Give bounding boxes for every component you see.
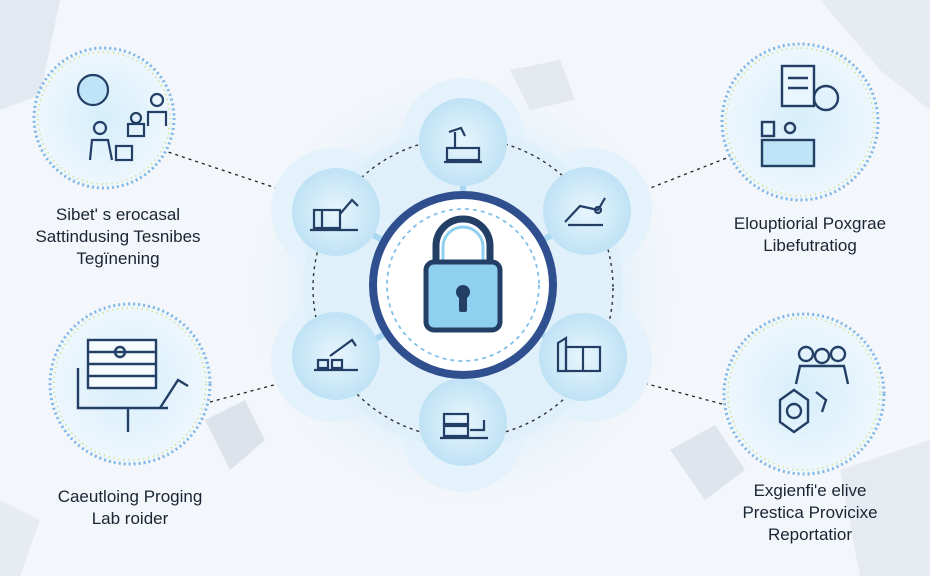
label-top-right: Eloup​tiorial Poxgrae Libefutratiog bbox=[700, 213, 920, 257]
label-line: Prestica Provicixe bbox=[742, 503, 878, 522]
connector-bottom-right bbox=[624, 377, 723, 405]
inner-node bbox=[292, 312, 380, 400]
inner-node bbox=[543, 167, 631, 255]
label-line: Eloup​tiorial Poxgrae bbox=[733, 214, 887, 233]
label-line: Reportatior bbox=[767, 525, 853, 544]
award-team-icon bbox=[778, 345, 850, 434]
label-line: Sattindusing Tesnibes bbox=[35, 227, 201, 246]
outer-node bbox=[32, 46, 176, 190]
dashboard-icon bbox=[76, 338, 189, 432]
label-line: Exgienfi'e elive bbox=[753, 481, 867, 500]
outer-node bbox=[722, 312, 886, 476]
label-bottom-left: Caeutloing Proging Lab roider bbox=[40, 486, 220, 530]
outer-node bbox=[720, 42, 880, 202]
label-bottom-right: Exgienfi'e elive Prestica Provicixe Repo… bbox=[710, 480, 910, 546]
crane-icon bbox=[314, 338, 358, 372]
outer-node bbox=[48, 302, 212, 466]
label-line: Sibet' s erocasal bbox=[55, 205, 181, 224]
label-top-left: Sibet' s erocasal Sattindusing Tesnibes … bbox=[18, 204, 218, 270]
document-box-icon bbox=[556, 336, 602, 373]
label-line: Caeutloing Proging bbox=[57, 487, 203, 506]
label-line: Lab roider bbox=[91, 509, 169, 528]
team-meeting-icon bbox=[76, 73, 168, 162]
clipboard-search-icon bbox=[760, 64, 840, 168]
factory-icon bbox=[444, 126, 482, 164]
label-line: Libefutratiog bbox=[763, 236, 857, 255]
center-lock-node bbox=[369, 191, 557, 379]
inner-node bbox=[419, 378, 507, 466]
machine-arm-icon bbox=[564, 197, 606, 227]
inner-node bbox=[539, 313, 627, 401]
label-line: Tegïnening bbox=[76, 249, 160, 268]
inner-node bbox=[419, 98, 507, 186]
assembly-line-icon bbox=[310, 198, 359, 232]
conveyor-icon bbox=[440, 412, 488, 440]
inner-node bbox=[292, 168, 380, 256]
padlock-icon bbox=[423, 215, 503, 333]
